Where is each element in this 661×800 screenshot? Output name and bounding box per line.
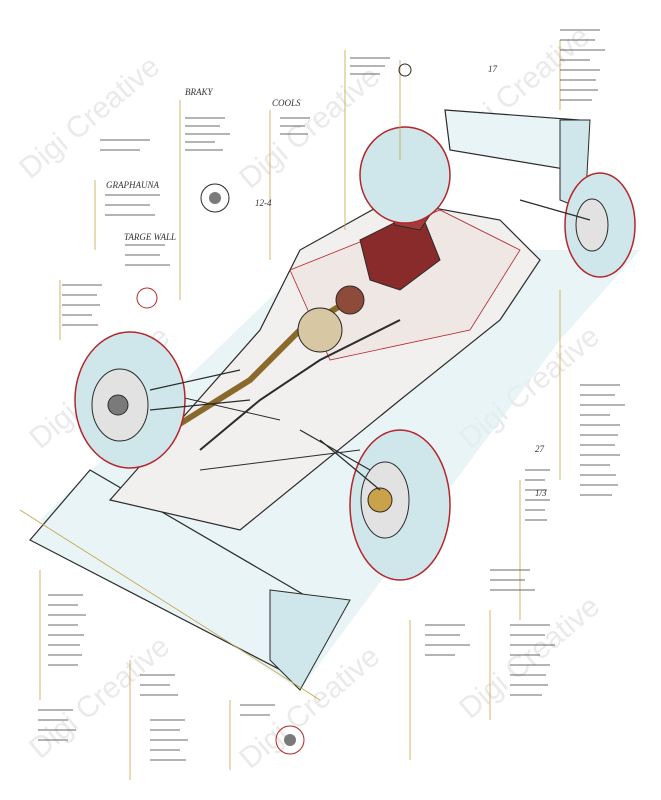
callout-label: COOLS [272,98,301,108]
watermark-text: Digi Creative [23,630,176,766]
internal-mechanics [149,285,401,471]
callout-label: 12-4 [255,198,272,208]
front-wing-endplate [269,589,351,691]
callout-label: GRAPHAUNA [106,180,159,190]
wheel-rear-left [359,126,451,224]
wheel-front-right [349,429,451,581]
watermark-text: Digi Creative [13,50,166,186]
annotation-blocks [38,29,625,761]
detail-insets [136,63,412,755]
wheel-front-left [74,331,186,469]
wheel-rear-right [564,172,636,278]
watermark-text: Digi Creative [453,590,606,726]
callout-label: 17 [488,64,498,74]
leader-lines [19,40,561,780]
suspension-arms [149,199,591,491]
callout-label: BRAKY [185,87,213,97]
callout-label: TARGE WALL [124,232,176,242]
callout-label: 1/3 [535,488,547,498]
callout-label: 27 [535,444,545,454]
